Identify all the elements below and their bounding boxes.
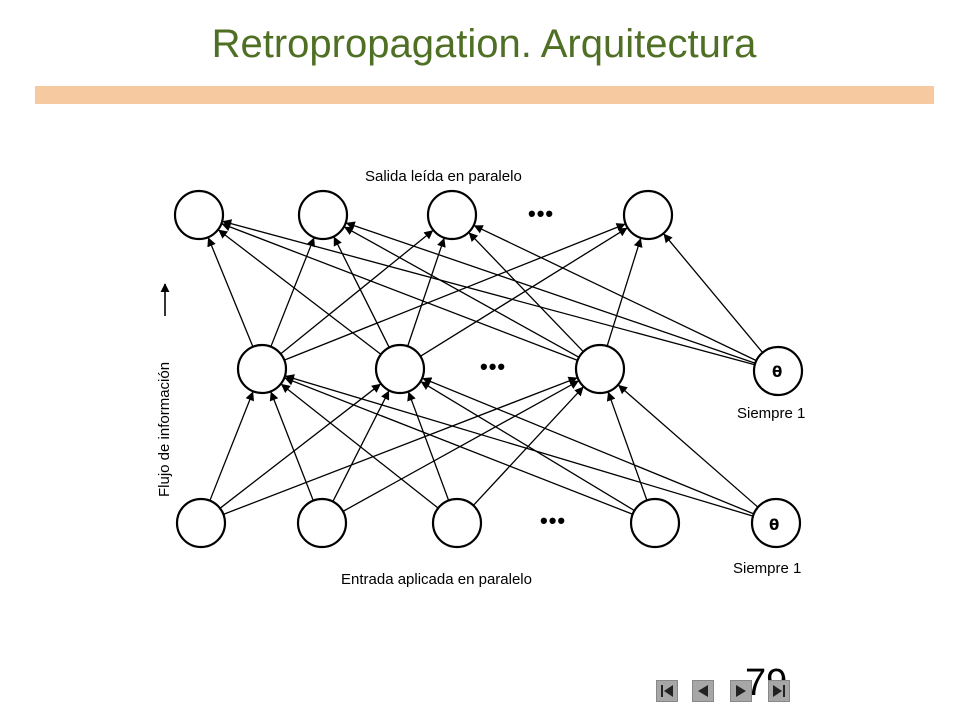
- edge-hidden-to-output: [221, 222, 578, 362]
- output-neuron: [622, 189, 674, 241]
- edge-input-to-hidden: [269, 391, 314, 501]
- hidden-bias-symbol: θ: [772, 363, 782, 381]
- edge-input-to-hidden: [407, 391, 450, 501]
- nav-next-icon: [736, 685, 746, 697]
- edge-hidden-to-output: [606, 238, 643, 347]
- edge-input-to-hidden: [606, 391, 648, 501]
- edge-hidden-to-output: [663, 233, 764, 353]
- output-neuron: [173, 189, 225, 241]
- edge-hidden-to-output: [345, 221, 756, 364]
- nav-first-button[interactable]: [656, 680, 678, 702]
- edge-input-to-hidden: [223, 376, 578, 515]
- slide-title: Retropropagation. Arquitectura: [211, 22, 757, 66]
- connection-edges: [207, 219, 764, 517]
- input-layer-ellipsis: •••: [540, 508, 566, 533]
- nav-last-button[interactable]: [768, 680, 790, 702]
- input-label: Entrada aplicada en paralelo: [341, 571, 532, 588]
- flow-label: Flujo de información: [156, 362, 173, 497]
- input-bias-label: Siempre 1: [733, 560, 801, 577]
- hidden-neuron: [374, 343, 426, 395]
- neuron-nodes: [173, 189, 804, 549]
- hidden-layer-ellipsis: •••: [480, 354, 506, 379]
- edge-input-to-hidden: [209, 391, 254, 501]
- edge-hidden-to-output: [468, 232, 584, 353]
- nav-first-icon: [661, 685, 673, 697]
- hidden-bias-label: Siempre 1: [737, 405, 805, 422]
- edge-hidden-to-output: [473, 225, 757, 362]
- input-bias-neuron: [750, 497, 802, 549]
- edge-hidden-to-output: [407, 237, 446, 347]
- edge-input-to-hidden: [219, 383, 381, 509]
- input-neuron: [296, 497, 348, 549]
- edge-input-to-hidden: [284, 376, 633, 515]
- output-neuron: [297, 189, 349, 241]
- input-neuron: [431, 497, 483, 549]
- output-label: Salida leída en paralelo: [365, 168, 522, 185]
- edge-hidden-to-output: [344, 226, 580, 358]
- title-underline-bar: [35, 86, 934, 104]
- output-layer-ellipsis: •••: [528, 201, 554, 226]
- hidden-neuron: [236, 343, 288, 395]
- edge-hidden-to-output: [280, 230, 434, 355]
- edge-hidden-to-output: [284, 223, 626, 361]
- edge-hidden-to-output: [218, 229, 382, 355]
- edge-hidden-to-output: [333, 236, 390, 348]
- output-neuron: [426, 189, 478, 241]
- nav-prev-button[interactable]: [692, 680, 714, 702]
- input-neuron: [629, 497, 681, 549]
- hidden-bias-neuron: [752, 345, 804, 397]
- edge-hidden-to-output: [222, 219, 755, 366]
- input-bias-symbol: θ: [769, 516, 779, 534]
- nav-prev-icon: [698, 685, 708, 697]
- edge-hidden-to-output: [420, 227, 628, 357]
- hidden-neuron: [574, 343, 626, 395]
- edge-input-to-hidden: [420, 381, 635, 512]
- edge-hidden-to-output: [207, 237, 254, 348]
- edge-input-to-hidden: [422, 377, 755, 515]
- nav-next-button[interactable]: [730, 680, 752, 702]
- edge-input-to-hidden: [285, 374, 754, 517]
- edge-input-to-hidden: [618, 384, 759, 508]
- edge-hidden-to-output: [270, 237, 315, 347]
- edge-input-to-hidden: [280, 383, 439, 509]
- nav-last-icon: [773, 685, 785, 697]
- input-neuron: [175, 497, 227, 549]
